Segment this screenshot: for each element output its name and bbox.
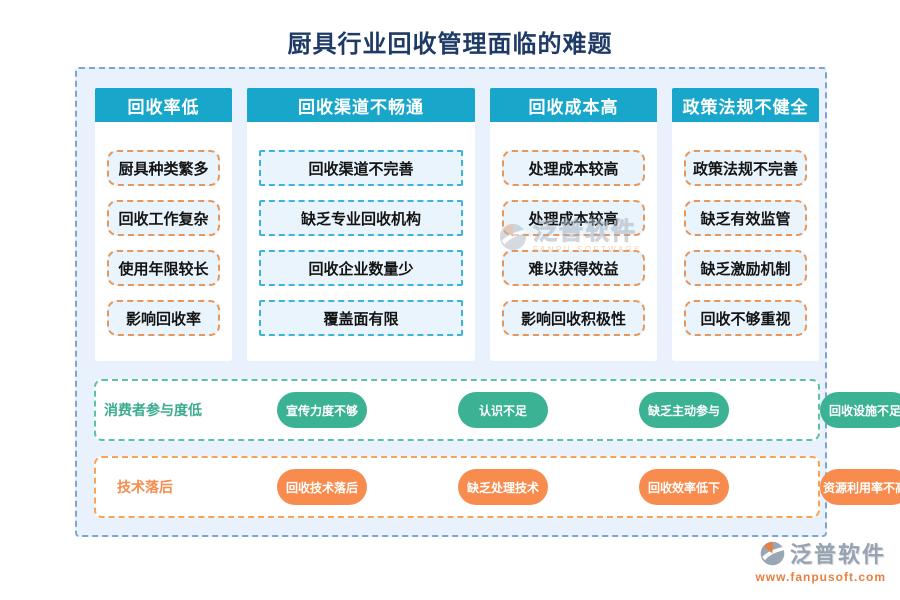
problem-item: 处理成本较高 [502,200,645,236]
problem-item: 处理成本较高 [502,150,645,186]
column-items: 回收渠道不完善缺乏专业回收机构回收企业数量少覆盖面有限 [247,122,475,336]
band-label: 技术落后 [117,479,173,495]
band-pill: 回收设施不足 [820,392,900,428]
problem-item: 缺乏专业回收机构 [259,200,463,236]
problem-item: 回收工作复杂 [107,200,220,236]
page-title: 厨具行业回收管理面临的难题 [287,31,613,58]
band-pill: 回收效率低下 [639,469,729,505]
band-pill: 缺乏处理技术 [458,469,548,505]
column-header: 回收成本高 [490,88,657,122]
problem-band: 技术落后 回收技术落后 缺乏处理技术 回收效率低下 资源利用率不高 [94,456,900,518]
problem-column: 回收率低厨具种类繁多回收工作复杂使用年限较长影响回收率 [95,88,232,361]
band-pill: 回收技术落后 [277,469,367,505]
difficulties-board: 回收率低厨具种类繁多回收工作复杂使用年限较长影响回收率回收渠道不畅通回收渠道不完… [75,67,900,537]
band-pill: 缺乏主动参与 [639,392,729,428]
problem-item: 缺乏激励机制 [684,250,807,286]
column-header: 回收率低 [95,88,232,122]
column-items: 厨具种类繁多回收工作复杂使用年限较长影响回收率 [95,122,232,336]
problem-item: 难以获得效益 [502,250,645,286]
fanpu-logo-icon [760,541,785,565]
problem-item: 缺乏有效监管 [684,200,807,236]
problem-item: 影响回收率 [107,300,220,336]
problem-item: 回收不够重视 [684,300,807,336]
problem-item: 覆盖面有限 [259,300,463,336]
problem-item: 厨具种类繁多 [107,150,220,186]
column-items: 政策法规不完善缺乏有效监管缺乏激励机制回收不够重视 [672,122,819,336]
fanpu-brand-text: 泛普软件 [789,542,886,567]
problem-item: 影响回收积极性 [502,300,645,336]
problem-column: 回收渠道不畅通回收渠道不完善缺乏专业回收机构回收企业数量少覆盖面有限 [247,88,475,361]
band-pill: 认识不足 [458,392,548,428]
fanpu-logo: 泛普软件 www.fanpusoft.com [755,537,886,584]
problem-band: 消费者参与度低 宣传力度不够 认识不足 缺乏主动参与 回收设施不足 [94,379,900,441]
columns-container: 回收率低厨具种类繁多回收工作复杂使用年限较长影响回收率回收渠道不畅通回收渠道不完… [95,88,819,361]
problem-item: 使用年限较长 [107,250,220,286]
problem-column: 政策法规不健全政策法规不完善缺乏有效监管缺乏激励机制回收不够重视 [672,88,819,361]
column-header: 政策法规不健全 [672,88,819,122]
band-pill: 宣传力度不够 [277,392,367,428]
column-header: 回收渠道不畅通 [247,88,475,122]
problem-item: 政策法规不完善 [684,150,807,186]
column-items: 处理成本较高处理成本较高难以获得效益影响回收积极性 [490,122,657,336]
band-pill: 资源利用率不高 [820,469,900,505]
fanpu-url-text: www.fanpusoft.com [755,570,886,584]
band-label: 消费者参与度低 [104,402,202,418]
problem-item: 回收企业数量少 [259,250,463,286]
problem-column: 回收成本高处理成本较高处理成本较高难以获得效益影响回收积极性 [490,88,657,361]
problem-item: 回收渠道不完善 [259,150,463,186]
